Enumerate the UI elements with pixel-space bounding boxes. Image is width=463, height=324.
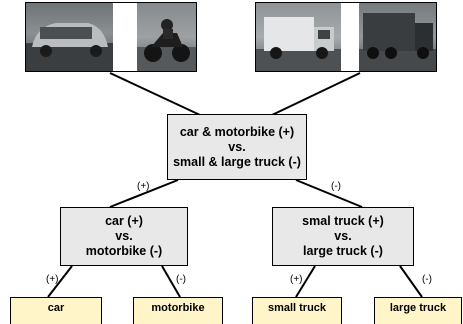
root-negative-label: small & large truck (-) bbox=[173, 154, 301, 169]
mr-vs-label: vs. bbox=[334, 229, 352, 243]
edge-midleft-motorbike bbox=[161, 265, 181, 298]
leaf-motorbike: motorbike bbox=[133, 297, 223, 324]
mr-positive-label: smal truck (+) bbox=[302, 214, 384, 228]
leaf-small-truck: small truck bbox=[252, 297, 342, 324]
root-node: car & motorbike (+) vs. small & large tr… bbox=[167, 114, 307, 180]
motorbike-photo bbox=[137, 3, 196, 71]
leaf-car-label: car bbox=[47, 302, 65, 314]
large-truck-photo bbox=[359, 3, 436, 71]
mr-left-sign: (+) bbox=[290, 274, 303, 285]
root-positive-label: car & motorbike (+) bbox=[179, 124, 295, 139]
leaf-motorbike-label: motorbike bbox=[151, 302, 205, 314]
ml-positive-label: car (+) bbox=[105, 214, 143, 228]
leaf-large-truck: large truck bbox=[374, 297, 462, 324]
edge-photos-left-root bbox=[109, 72, 201, 116]
photo-gap bbox=[341, 3, 359, 71]
ml-vs-label: vs. bbox=[115, 229, 133, 243]
car-vs-motorbike-node: car (+) vs. motorbike (-) bbox=[60, 207, 188, 266]
leaf-car: car bbox=[10, 297, 102, 324]
car-photo bbox=[26, 3, 113, 71]
edge-midright-largetruck bbox=[399, 265, 423, 298]
mr-right-sign: (-) bbox=[422, 274, 432, 285]
mr-negative-label: large truck (-) bbox=[303, 244, 383, 258]
truck-photo-strip bbox=[255, 2, 437, 72]
ml-left-sign: (+) bbox=[46, 274, 59, 285]
truck-vs-truck-node: smal truck (+) vs. large truck (-) bbox=[272, 207, 414, 266]
leaf-small-truck-label: small truck bbox=[267, 302, 327, 314]
car-motorbike-photo-strip bbox=[25, 2, 197, 72]
leaf-large-truck-label: large truck bbox=[389, 302, 447, 314]
edge-root-midright bbox=[295, 179, 363, 208]
edge-photos-right-root bbox=[271, 72, 361, 116]
root-left-sign: (+) bbox=[137, 181, 150, 192]
ml-right-sign: (-) bbox=[176, 274, 186, 285]
ml-negative-label: motorbike (-) bbox=[85, 244, 163, 258]
root-right-sign: (-) bbox=[331, 181, 341, 192]
photo-gap bbox=[113, 3, 137, 71]
small-truck-photo bbox=[256, 3, 341, 71]
edge-midleft-car bbox=[47, 265, 73, 298]
edge-root-midleft bbox=[109, 179, 179, 208]
edge-midright-smalltruck bbox=[295, 265, 316, 298]
root-vs-label: vs. bbox=[228, 139, 246, 154]
